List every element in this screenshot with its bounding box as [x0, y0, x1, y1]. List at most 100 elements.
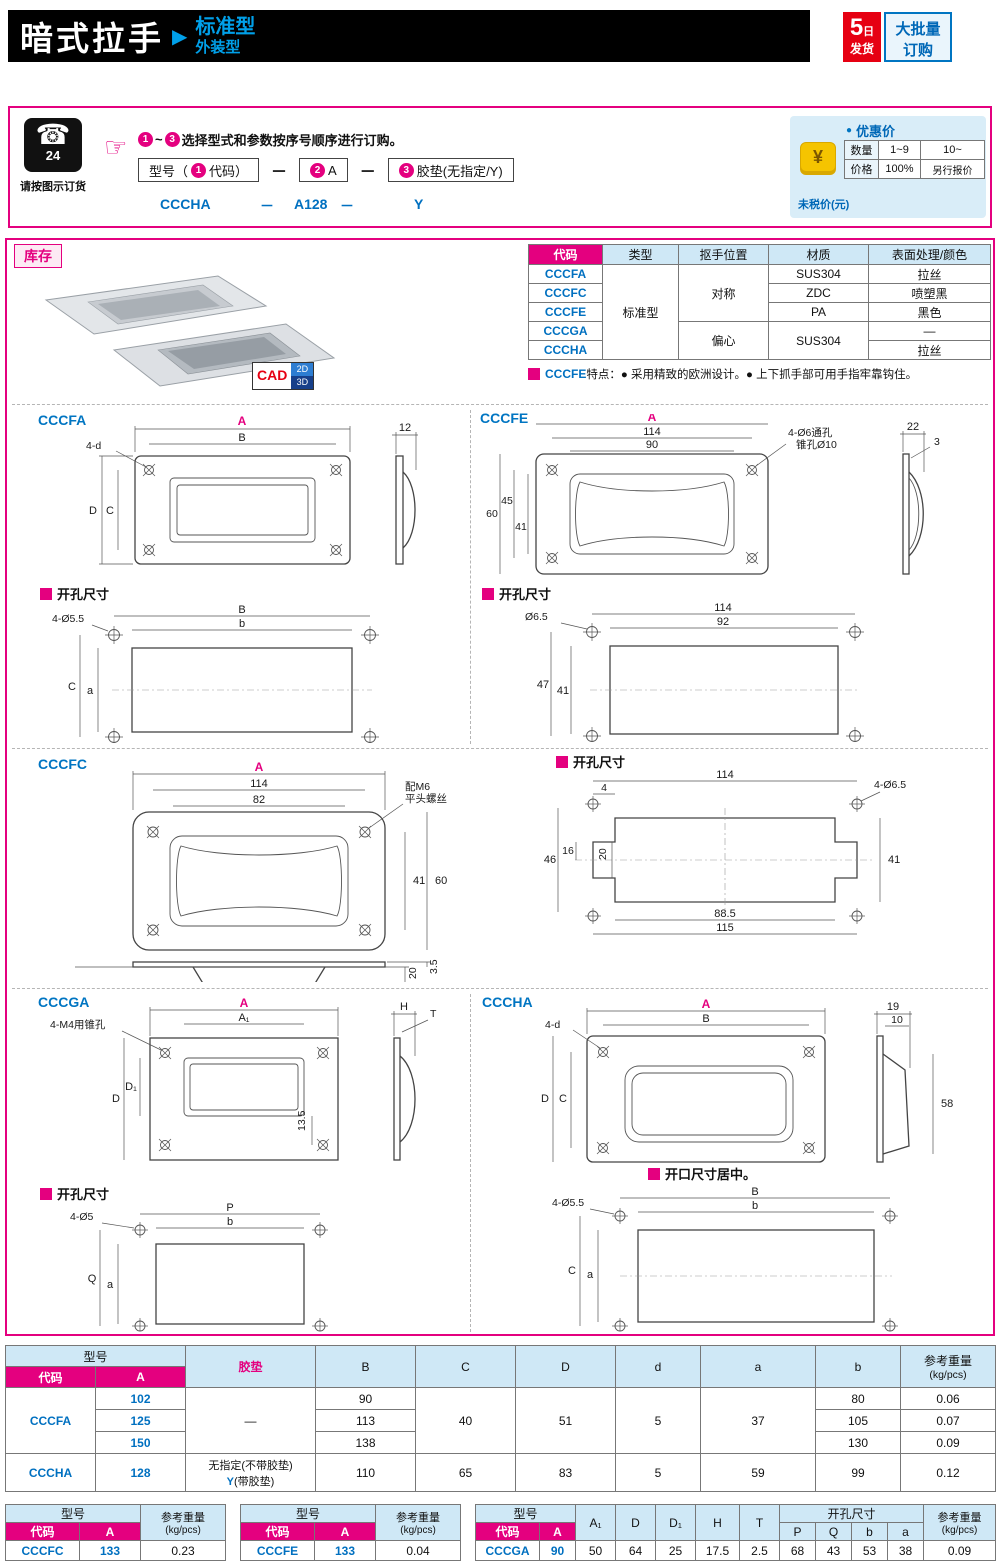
section-bullet-icon [556, 755, 568, 768]
dim-label: 82 [253, 794, 265, 806]
mt-cell: 0.06 [900, 1387, 997, 1410]
t2-h-code: 代码 [240, 1522, 315, 1541]
mt-cccfa-A1[interactable]: 102 [94, 1387, 187, 1410]
t2-h-model: 型号 [239, 1504, 377, 1523]
mt-h-B: B [315, 1345, 417, 1388]
spec-code-cccfc[interactable]: CCCFC [528, 283, 603, 303]
t1-h-weight: 参考重量(kg/pcs) [140, 1504, 227, 1541]
format-n1: 1 [191, 162, 207, 178]
handle-photo-top [44, 275, 268, 335]
t2-code[interactable]: CCCFE [240, 1540, 315, 1561]
spec-code-cccfe[interactable]: CCCFE [528, 302, 603, 322]
example-code: CCCHA [160, 196, 211, 212]
cccfc-weight-table: 型号 参考重量(kg/pcs) 代码 A CCCFC 133 0.23 [4, 1504, 227, 1561]
dim-label: 20 [597, 848, 609, 860]
dim-label: 4-Ø5.5 [552, 1197, 584, 1209]
price-panel: ¥ ● 优惠价 数量 1~9 10~ 价格 100% 另行报价 未税价(元) [790, 116, 986, 218]
dim-label: P [226, 1202, 233, 1214]
t2-h-A: A [313, 1522, 377, 1541]
t3-A[interactable]: 90 [538, 1540, 577, 1561]
mt-h-model: 型号 [4, 1345, 187, 1367]
note-code: CCCFE [545, 367, 587, 381]
t2-A[interactable]: 133 [313, 1540, 377, 1561]
dim-label: A [238, 414, 247, 428]
cccfc-hole-title: 开孔尺寸 [556, 752, 625, 771]
header-bar: 暗式拉手 ▶ 标准型 外装型 [8, 10, 810, 62]
section-bullet-icon [40, 587, 52, 600]
price-qty2: 10~ [920, 140, 985, 160]
cad-badge[interactable]: CAD 2D 3D [252, 362, 315, 390]
dim-label: 3.5 [428, 959, 440, 974]
mt-code-cccfa[interactable]: CCCFA [5, 1387, 96, 1454]
cccfa-drawing: A B 4-d D C 12 [86, 414, 418, 565]
dim-label: 45 [501, 495, 513, 507]
t1-code[interactable]: CCCFC [5, 1540, 80, 1561]
spec-code-cccfa[interactable]: CCCFA [528, 264, 603, 284]
dim-label: 4 [601, 782, 607, 794]
mt-cell: 5 [615, 1453, 702, 1492]
cccga-drawing: A A₁ 4-M4用锥孔 D D₁ 13.5 H T [50, 998, 437, 1161]
example-dash2: － [340, 198, 354, 214]
mt-h-C: C [415, 1345, 517, 1388]
mt-cccha-pad: 无指定(不带胶垫) Y(带胶垫) [185, 1453, 317, 1492]
t3-cell: 17.5 [695, 1540, 741, 1561]
cccfa-hole-title: 开孔尺寸 [40, 584, 109, 603]
section-bullet-icon [482, 587, 494, 600]
cccga-hole-title: 开孔尺寸 [40, 1184, 109, 1203]
section-bullet-icon [648, 1167, 660, 1180]
cad-3d[interactable]: 3D [291, 376, 314, 389]
order-instruction: 1 ~ 3 选择型式和参数按序号顺序进行订购。 [138, 130, 403, 149]
mt-cell: 138 [315, 1431, 417, 1454]
bulk-line2: 订购 [902, 42, 933, 59]
dim-label: a [107, 1279, 114, 1291]
dim-label: C [106, 505, 114, 517]
phone-caption: 请按图示订货 [20, 181, 86, 193]
dim-label: 10 [891, 1014, 903, 1026]
mt-h-a: a [700, 1345, 817, 1388]
price-dot: ● [846, 125, 853, 136]
mt-code-cccha[interactable]: CCCHA [5, 1453, 96, 1492]
dim-label: D [112, 1093, 120, 1105]
dim-label: 12 [399, 422, 411, 434]
dim-label: 114 [716, 769, 734, 781]
spec-h-pos: 抠手位置 [678, 244, 769, 265]
t3-code[interactable]: CCCGA [475, 1540, 540, 1561]
dim-label: C [559, 1093, 567, 1105]
spec-fin2: 喷塑黑 [868, 283, 991, 303]
dim-label: b [752, 1200, 758, 1212]
dim-label: 13.5 [296, 1110, 308, 1131]
t3-cell: 2.5 [739, 1540, 781, 1561]
note-bullet-icon [528, 368, 540, 380]
dim-label: 4-Ø6通孔 [788, 426, 833, 439]
hole-title-text: 开孔尺寸 [57, 587, 110, 602]
cccha-title: CCCHA [482, 994, 533, 1010]
mt-cccfa-A3[interactable]: 150 [94, 1431, 187, 1454]
ship-num: 5 [849, 14, 864, 41]
cad-2d[interactable]: 2D [291, 363, 314, 376]
dim-label: A [255, 760, 264, 774]
spec-code-cccga[interactable]: CCCGA [528, 321, 603, 341]
phone-glyph: ☎ [35, 119, 71, 150]
mt-cccha-A[interactable]: 128 [94, 1453, 187, 1492]
center-note-text: 开口尺寸居中。 [665, 1167, 757, 1182]
mt-cell: 37 [700, 1387, 817, 1454]
t1-A[interactable]: 133 [78, 1540, 142, 1561]
dim-label: 114 [643, 426, 661, 438]
mt-cccfa-A2[interactable]: 125 [94, 1409, 187, 1432]
cccfe-title: CCCFE [480, 410, 529, 426]
subtitle-secondary: 外装型 [195, 38, 241, 56]
mt-cell: 0.12 [900, 1453, 997, 1492]
spec-fin5: 拉丝 [868, 340, 991, 360]
spec-code-cccha[interactable]: CCCHA [528, 340, 603, 360]
format-pad-label: 胶垫(无指定/Y) [416, 163, 503, 179]
t1-h-model: 型号 [4, 1504, 142, 1523]
t3-h-T: T [739, 1504, 781, 1541]
cccga-hole-drawing: P b 4-Ø5 Q a [70, 1202, 328, 1332]
mt-cell: 80 [815, 1387, 902, 1410]
dim-label: 47 [537, 679, 549, 691]
dim-label: D [89, 505, 97, 517]
t3-h-D1: D₁ [655, 1504, 697, 1541]
dim-label: 60 [486, 508, 498, 520]
dim-label: D₁ [125, 1081, 137, 1093]
format-n3: 3 [398, 162, 414, 178]
